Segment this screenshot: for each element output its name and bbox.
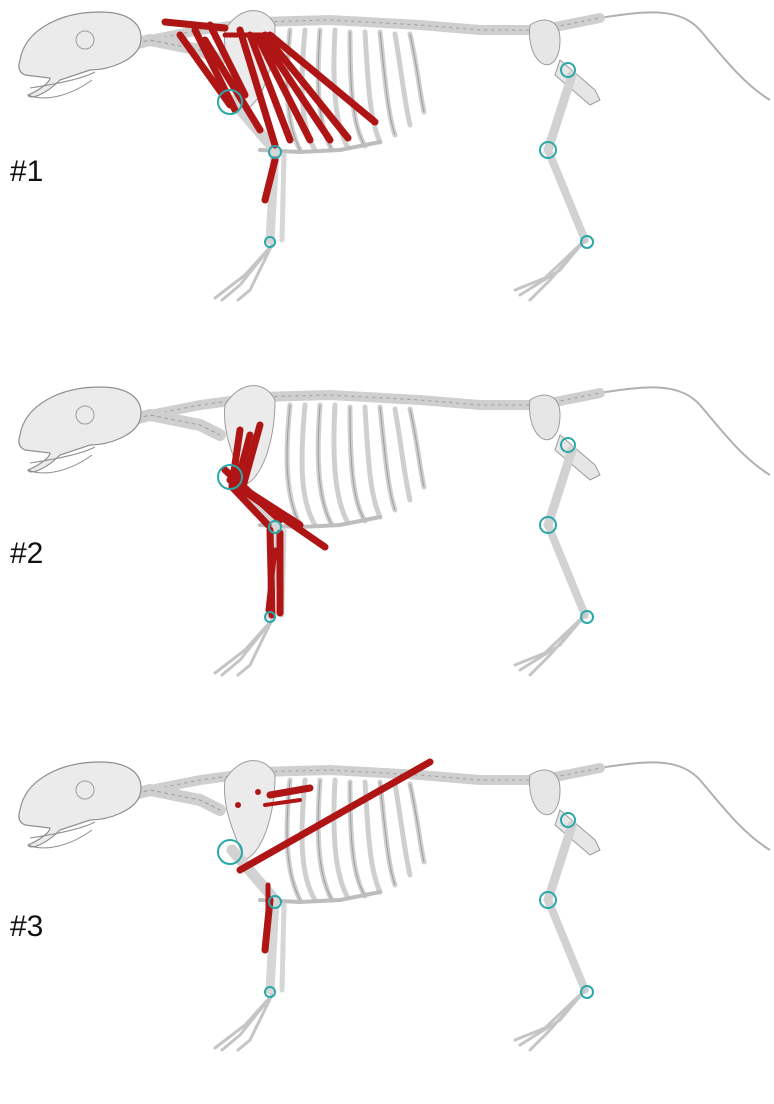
- skeleton-figure-3: [0, 750, 774, 1063]
- panel-label-1: #1: [10, 155, 43, 189]
- attachment-3a: [235, 802, 241, 808]
- panel-1: #1: [0, 0, 774, 354]
- attachment-3b: [255, 789, 261, 795]
- panel-label-3: #3: [10, 910, 43, 944]
- skeleton-figure-2: [0, 375, 774, 729]
- panel-3: #3: [0, 750, 774, 1104]
- panel-label-2: #2: [10, 537, 43, 571]
- skeleton-figure-1: [0, 0, 774, 354]
- panel-2: #2: [0, 375, 774, 729]
